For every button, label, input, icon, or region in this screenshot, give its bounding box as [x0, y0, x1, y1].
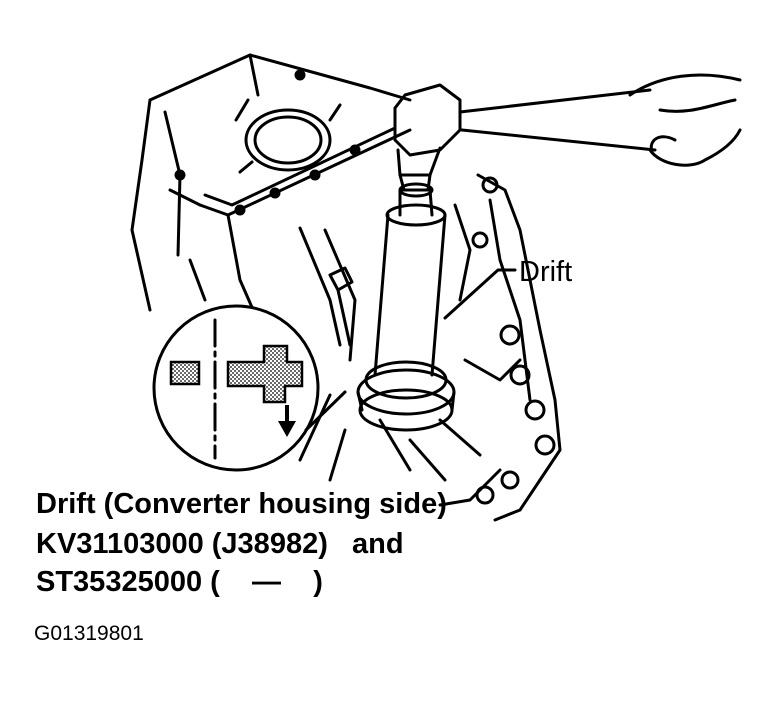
drift-leader-line [443, 268, 517, 320]
down-arrow-icon [278, 405, 296, 437]
drift-label: Drift [519, 256, 573, 288]
caption-line-1: Drift (Converter housing side) [36, 488, 447, 520]
detail-magnifier [152, 304, 347, 472]
figure-id: G01319801 [34, 622, 144, 645]
drift-tool [356, 173, 456, 432]
caption-line-2: KV31103000 (J38982) and [36, 528, 404, 560]
hand [628, 73, 742, 167]
hammer [393, 83, 657, 177]
detail-section-parts [169, 344, 304, 404]
caption-line-3: ST35325000 ( — ) [36, 566, 323, 598]
transmission-case [130, 53, 562, 522]
